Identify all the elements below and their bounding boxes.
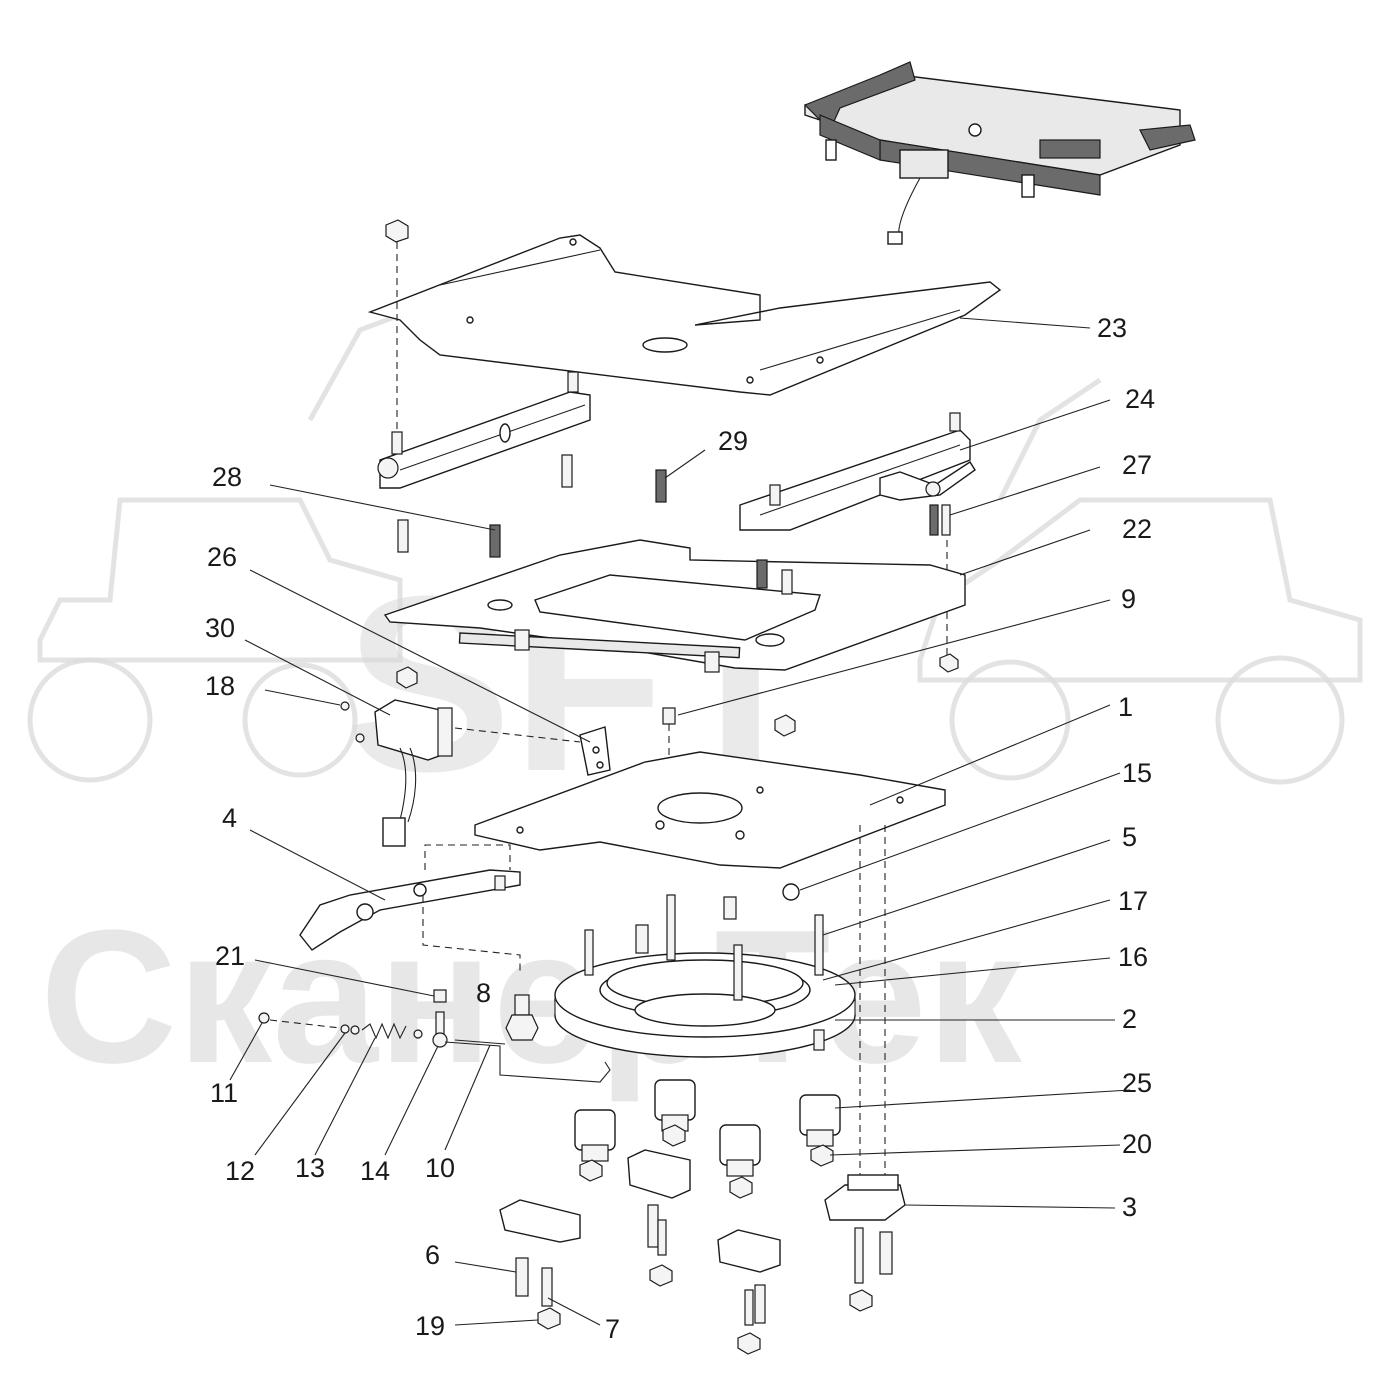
callout-2: 2 — [1122, 1004, 1137, 1034]
callout-22: 22 — [1122, 514, 1152, 544]
block-c — [717, 1229, 781, 1273]
callout-24: 24 — [1125, 384, 1155, 414]
block-b — [627, 1149, 691, 1199]
callout-5: 5 — [1122, 822, 1137, 852]
block-3 — [824, 1174, 906, 1221]
leader-28 — [269, 484, 496, 531]
leader-23 — [959, 317, 1091, 329]
callout-10: 10 — [425, 1153, 455, 1183]
callout-27: 27 — [1122, 450, 1152, 480]
top-plate-nut — [385, 219, 409, 440]
callout-18: 18 — [205, 671, 235, 701]
leader-11 — [229, 1022, 263, 1081]
clamp-blocks — [499, 1149, 906, 1273]
watermark: SFT СканерТек — [27, 297, 1363, 1103]
callout-16: 16 — [1118, 942, 1148, 972]
leader-4 — [249, 829, 386, 901]
mount-a — [574, 1109, 616, 1182]
loose-nuts-middle — [396, 666, 796, 760]
leader-9 — [677, 599, 1111, 716]
leader-18 — [264, 689, 341, 706]
callout-17: 17 — [1118, 886, 1148, 916]
callout-26: 26 — [207, 542, 237, 572]
part-4-release-lever — [299, 844, 521, 975]
part-2-swivel-ring — [554, 952, 856, 1058]
mount-b — [654, 1079, 696, 1147]
leader-13 — [314, 1037, 376, 1156]
callout-29: 29 — [718, 426, 748, 456]
leader-10 — [444, 1044, 491, 1151]
callout-28: 28 — [212, 462, 242, 492]
callout-15: 15 — [1122, 758, 1152, 788]
leader-16 — [834, 957, 1111, 986]
part-1-base-plate — [474, 751, 946, 869]
leader-7 — [547, 1297, 601, 1326]
leader-3 — [904, 1204, 1116, 1209]
leader-27 — [949, 466, 1101, 516]
part-30-seat-sensor — [340, 699, 581, 847]
callout-1: 1 — [1118, 692, 1133, 722]
leader-6 — [454, 1261, 517, 1273]
callout-30: 30 — [205, 613, 235, 643]
leader-5 — [822, 839, 1111, 936]
mount-c — [719, 1124, 761, 1199]
leader-14 — [384, 1045, 439, 1156]
part-24-right-slide-rail — [739, 412, 976, 531]
callout-20: 20 — [1122, 1129, 1152, 1159]
callout-13: 13 — [295, 1153, 325, 1183]
leader-26 — [249, 569, 591, 743]
callout-23: 23 — [1097, 313, 1127, 343]
leader-22 — [959, 529, 1091, 576]
leader-24 — [959, 399, 1111, 451]
loose-bolts-upper — [397, 454, 951, 655]
mount-d — [799, 1094, 841, 1167]
leader-19 — [454, 1319, 539, 1326]
callout-19: 19 — [415, 1311, 445, 1341]
callout-4: 4 — [222, 803, 237, 833]
callout-25: 25 — [1122, 1068, 1152, 1098]
block-a — [499, 1199, 581, 1243]
watermark-tractor-right — [917, 377, 1363, 785]
ring-bolts — [584, 825, 886, 1180]
leader-1 — [869, 704, 1111, 806]
callout-8: 8 — [476, 978, 491, 1008]
leader-25 — [834, 1089, 1131, 1109]
part-23-top-seat-plate — [367, 234, 1002, 396]
leader-15 — [799, 772, 1121, 891]
callout-9: 9 — [1121, 584, 1136, 614]
callout-6: 6 — [425, 1240, 440, 1270]
watermark-brand-text: СканерТек — [40, 891, 1023, 1103]
leader-29 — [664, 449, 706, 479]
leader-12 — [254, 1032, 346, 1156]
left-slide-rail — [377, 371, 591, 489]
rubber-mounts — [574, 1079, 841, 1199]
leader-20 — [829, 1144, 1121, 1156]
assembled-preview-image — [803, 61, 1196, 245]
part-26-bracket — [579, 726, 611, 776]
leader-21 — [254, 959, 435, 997]
callout-14: 14 — [360, 1156, 390, 1186]
leader-lines — [229, 317, 1131, 1326]
callout-labels: 23 24 29 27 28 22 26 9 30 18 1 15 4 5 17… — [205, 313, 1155, 1344]
callout-3: 3 — [1122, 1192, 1137, 1222]
callout-11: 11 — [210, 1078, 238, 1108]
callout-7: 7 — [605, 1314, 620, 1344]
leader-30 — [244, 639, 391, 716]
callout-12: 12 — [225, 1156, 255, 1186]
lower-bolts — [515, 1204, 893, 1355]
leader-17 — [822, 899, 1111, 981]
callout-21: 21 — [215, 941, 245, 971]
part-22-middle-frame-plate — [383, 539, 966, 673]
